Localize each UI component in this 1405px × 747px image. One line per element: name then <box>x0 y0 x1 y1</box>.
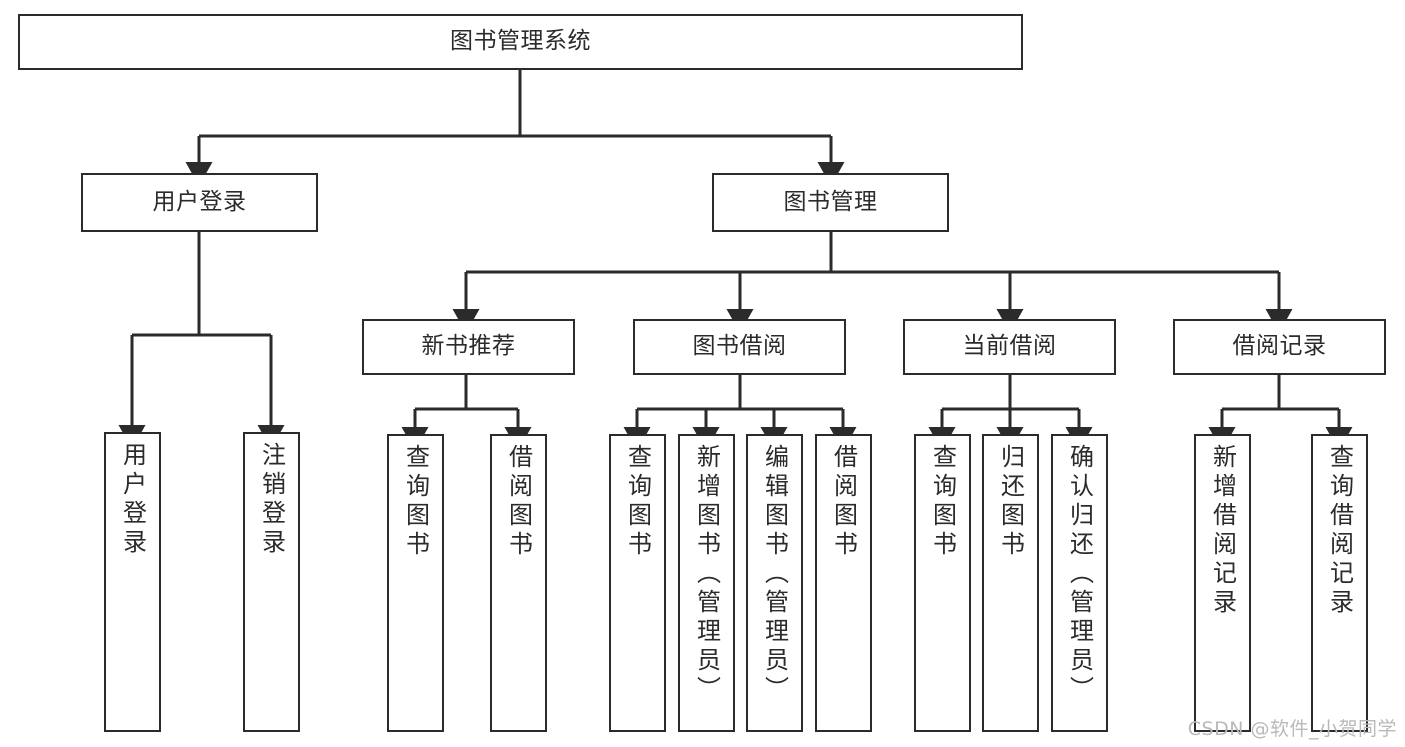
node-label: 新书推荐 <box>421 333 516 360</box>
node-label: 用户登录 <box>118 442 147 558</box>
node-borrow-records[interactable]: 借阅记录 <box>1173 319 1386 375</box>
leaf-user-login[interactable]: 用户登录 <box>104 432 161 732</box>
node-new-book-recommend[interactable]: 新书推荐 <box>362 319 575 375</box>
node-label: 注销登录 <box>257 442 286 558</box>
node-label: 图书管理 <box>783 188 878 215</box>
node-label: 查询图书 <box>401 444 430 560</box>
node-label: 编辑图书（管理员） <box>760 444 789 705</box>
node-label: 查询图书 <box>928 444 957 560</box>
leaf-logout[interactable]: 注销登录 <box>243 432 300 732</box>
node-root-system[interactable]: 图书管理系统 <box>18 14 1023 70</box>
leaf-query-book-recommend[interactable]: 查询图书 <box>387 434 444 732</box>
node-book-borrow[interactable]: 图书借阅 <box>633 319 846 375</box>
node-user-login[interactable]: 用户登录 <box>81 173 318 232</box>
leaf-add-book-admin[interactable]: 新增图书（管理员） <box>678 434 735 732</box>
node-label: 新增借阅记录 <box>1208 444 1237 618</box>
node-book-management[interactable]: 图书管理 <box>712 173 949 232</box>
node-label: 借阅记录 <box>1232 333 1327 360</box>
node-label: 图书管理系统 <box>450 28 591 55</box>
node-label: 新增图书（管理员） <box>692 444 721 705</box>
node-label: 图书借阅 <box>692 333 787 360</box>
leaf-borrow-book[interactable]: 借阅图书 <box>815 434 872 732</box>
node-label: 当前借阅 <box>962 333 1057 360</box>
node-current-borrow[interactable]: 当前借阅 <box>903 319 1116 375</box>
leaf-query-borrow-record[interactable]: 查询借阅记录 <box>1311 434 1368 732</box>
leaf-return-book[interactable]: 归还图书 <box>982 434 1039 732</box>
node-label: 借阅图书 <box>829 444 858 560</box>
node-label: 用户登录 <box>152 188 247 215</box>
node-label: 归还图书 <box>996 444 1025 560</box>
watermark-text: CSDN @软件_小贺同学 <box>1187 718 1397 740</box>
node-label: 查询图书 <box>623 444 652 560</box>
leaf-query-book-current[interactable]: 查询图书 <box>914 434 971 732</box>
leaf-query-book-borrow[interactable]: 查询图书 <box>609 434 666 732</box>
node-label: 借阅图书 <box>504 444 533 560</box>
leaf-borrow-book-recommend[interactable]: 借阅图书 <box>490 434 547 732</box>
leaf-add-borrow-record[interactable]: 新增借阅记录 <box>1194 434 1251 732</box>
node-label: 确认归还（管理员） <box>1065 444 1094 705</box>
node-label: 查询借阅记录 <box>1325 444 1354 618</box>
leaf-confirm-return-admin[interactable]: 确认归还（管理员） <box>1051 434 1108 732</box>
leaf-edit-book-admin[interactable]: 编辑图书（管理员） <box>746 434 803 732</box>
